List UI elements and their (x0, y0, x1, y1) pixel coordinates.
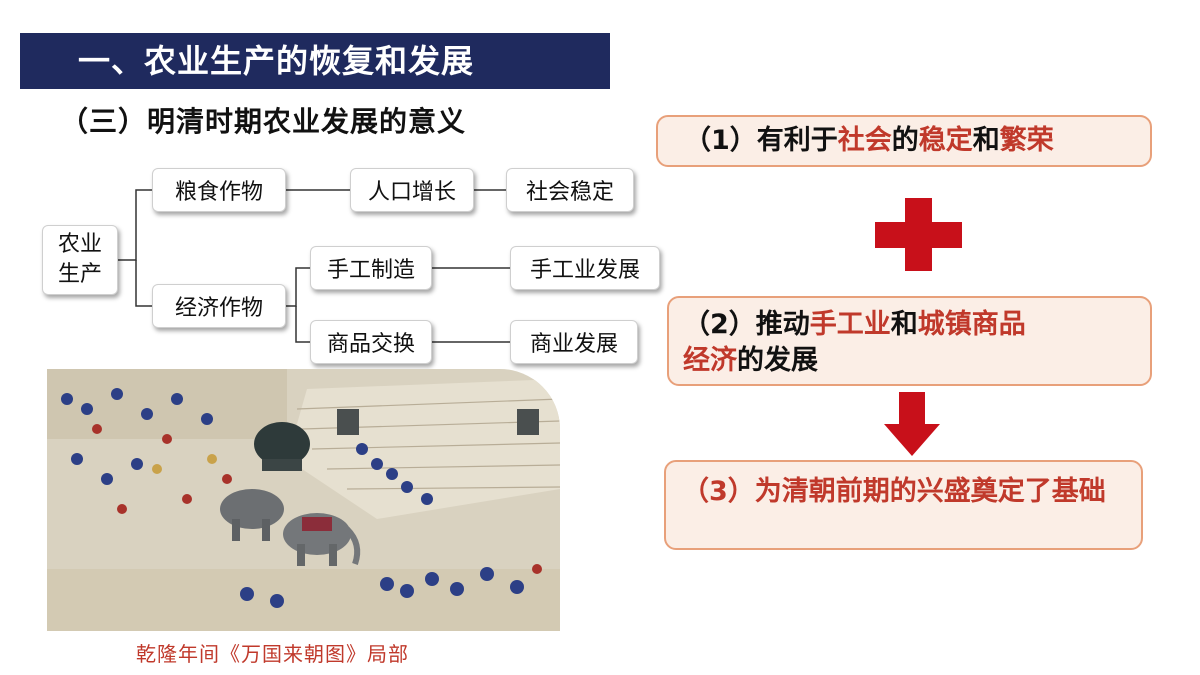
point-1-de: 的 (891, 125, 919, 156)
point-1-keyword-prosperity: 繁荣 (999, 125, 1054, 156)
page-title: 一、农业生产的恢复和发展 (20, 33, 610, 89)
point-1-keyword-stability: 稳定 (918, 125, 973, 156)
point-1-prefix: （1）有利于 (684, 125, 838, 156)
qianlong-painting-image (47, 369, 560, 631)
node-agriculture: 农业 生产 (42, 225, 118, 295)
down-arrow-icon (884, 392, 940, 456)
point-2-prefix: （2）推动 (683, 309, 810, 340)
point-1-keyword-society: 社会 (837, 125, 892, 156)
node-grain-crops: 粮食作物 (152, 168, 286, 212)
node-agriculture-line2: 生产 (57, 262, 102, 287)
node-cash-crops: 经济作物 (152, 284, 286, 328)
point-3-text: （3）为清朝前期的兴盛奠定了基础 (682, 476, 1106, 507)
node-social-stability: 社会稳定 (506, 168, 634, 212)
point-2-keyword-urban-commodity: 城镇商品 (917, 309, 1026, 340)
point-2-suffix: 的发展 (737, 345, 818, 376)
point-1-box: （1）有利于社会的稳定和繁荣 (656, 115, 1152, 167)
point-1-and: 和 (972, 125, 1000, 156)
node-handicraft: 手工制造 (310, 246, 432, 290)
point-2-keyword-handicraft: 手工业 (809, 309, 891, 340)
node-agriculture-line1: 农业 (57, 232, 102, 257)
node-commerce-development: 商业发展 (510, 320, 638, 364)
painting-caption: 乾隆年间《万国来朝图》局部 (136, 642, 409, 666)
plus-icon (875, 198, 962, 271)
point-2-keyword-economy: 经济 (683, 345, 737, 376)
node-handicraft-development: 手工业发展 (510, 246, 660, 290)
point-3-box: （3）为清朝前期的兴盛奠定了基础 (664, 460, 1143, 550)
node-commodity-exchange: 商品交换 (310, 320, 432, 364)
point-2-box: （2）推动手工业和城镇商品经济的发展 (667, 296, 1152, 386)
node-population-growth: 人口增长 (350, 168, 474, 212)
section-subtitle: （三）明清时期农业发展的意义 (60, 105, 467, 138)
point-2-and: 和 (890, 309, 918, 340)
